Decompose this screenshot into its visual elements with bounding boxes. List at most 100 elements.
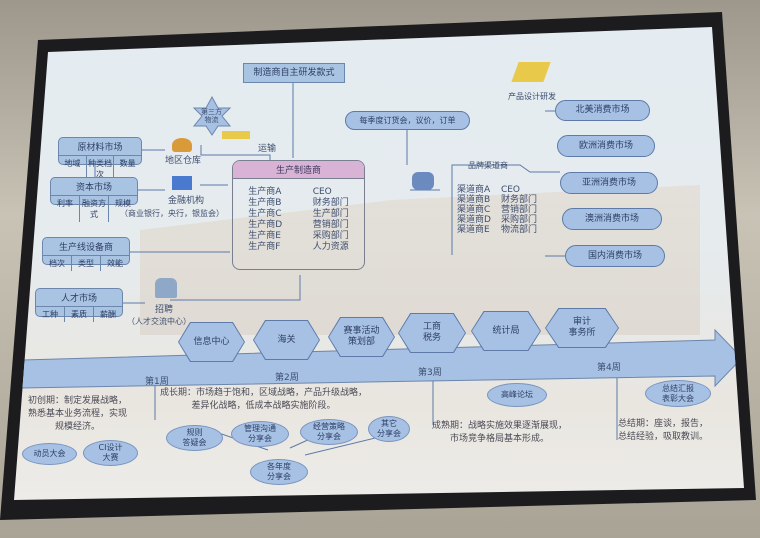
box-title: 人才市场 bbox=[36, 289, 122, 307]
event-awards: 总结汇报 表彰大会 bbox=[645, 380, 711, 407]
department: 财务部门 bbox=[312, 198, 349, 208]
market-europe: 欧洲消费市场 bbox=[557, 135, 655, 157]
dealer: 渠道商B bbox=[457, 195, 491, 205]
box-title: 原材料市场 bbox=[59, 138, 141, 156]
channel-title: 品牌渠道商 bbox=[468, 161, 508, 170]
department: 财务部门 bbox=[500, 195, 537, 205]
producer: 生产商B bbox=[248, 198, 282, 208]
agency-label: 统计局 bbox=[472, 312, 540, 350]
event-strategy-share: 经营策略 分享会 bbox=[300, 419, 358, 445]
handshake-icon bbox=[412, 172, 434, 190]
week-label: 第2周 bbox=[275, 373, 299, 383]
box-cell: 融资方式 bbox=[80, 196, 109, 222]
manufacturer-title: 生产制造商 bbox=[233, 161, 364, 179]
finance-sub-label: （商业银行，央行，银监会） bbox=[120, 209, 224, 218]
warehouse-icon bbox=[172, 138, 192, 152]
producer: 生产商C bbox=[248, 209, 282, 219]
box-cell: 类型 bbox=[72, 256, 101, 271]
producer: 生产商D bbox=[248, 220, 283, 230]
phase-summary: 总结期：座谈，报告， 总结经验，吸取教训。 bbox=[618, 419, 709, 442]
rnd-style-label: 制造商自主研发款式 bbox=[253, 68, 335, 78]
dealer: 渠道商E bbox=[457, 225, 490, 235]
event-summit-forum: 高峰论坛 bbox=[487, 383, 547, 407]
agency-event-planning: 赛事活动 策划部 bbox=[328, 317, 395, 357]
star-shape bbox=[192, 95, 232, 136]
agency-customs: 海关 bbox=[253, 320, 320, 360]
department: 采购部门 bbox=[500, 215, 537, 225]
truck-icon bbox=[222, 131, 250, 139]
event-rules-qa: 规则 答疑会 bbox=[166, 425, 223, 451]
event-annual-share: 各年度 分享会 bbox=[250, 459, 308, 485]
box-title: 生产线设备商 bbox=[43, 238, 129, 256]
department: 采购部门 bbox=[312, 231, 349, 241]
box-cell: 效能 bbox=[107, 259, 123, 268]
week-label: 第3周 bbox=[418, 368, 442, 378]
agency-label: 信息中心 bbox=[179, 323, 244, 361]
product-design-label: 产品设计研发 bbox=[508, 92, 556, 101]
capital-market-box: 资本市场利率融资方式规模 bbox=[50, 177, 138, 222]
box-cell: 利率 bbox=[51, 196, 80, 222]
department: 物流部门 bbox=[500, 225, 537, 235]
market-label: 北美消费市场 bbox=[575, 105, 630, 115]
department: 营销部门 bbox=[500, 205, 537, 215]
box-cell: 工种 bbox=[36, 307, 65, 322]
week-label: 第4周 bbox=[597, 363, 621, 373]
agency-statistics: 统计局 bbox=[471, 311, 541, 351]
event-ci-design: CI设计 大赛 bbox=[83, 440, 138, 466]
box-cell: 档次 bbox=[43, 256, 72, 271]
department: 人力资源 bbox=[312, 242, 349, 252]
market-label: 欧洲消费市场 bbox=[578, 140, 633, 151]
department: 生产部门 bbox=[312, 209, 349, 219]
order-meeting-pill: 每季度订货会，议价，订单 bbox=[345, 111, 470, 130]
dealer: 渠道商D bbox=[457, 215, 491, 225]
box-cell: 地域 bbox=[59, 156, 87, 182]
market-label: 亚洲消费市场 bbox=[581, 177, 636, 188]
producer: 生产商F bbox=[248, 242, 281, 252]
logistics-label: 第三方 物流 bbox=[201, 108, 222, 124]
recruit-label: 招聘 bbox=[155, 305, 174, 315]
producer: 生产商E bbox=[248, 231, 281, 241]
event-kickoff: 动员大会 bbox=[22, 443, 77, 465]
agency-label: 赛事活动 策划部 bbox=[329, 318, 394, 356]
phase-maturity: 成熟期：战略实施效果逐渐展现， 市场竞争格局基本形成。 bbox=[432, 421, 568, 444]
warehouse-label: 地区仓库 bbox=[165, 156, 202, 166]
market-domestic: 国内消费市场 bbox=[565, 245, 665, 267]
week-label: 第1周 bbox=[145, 377, 169, 387]
talent-market-box: 人才市场工种素质薪酬 bbox=[35, 288, 123, 322]
event-other-share: 其它 分享会 bbox=[368, 416, 410, 442]
equipment-supplier-box: 生产线设备商档次类型效能 bbox=[42, 237, 130, 271]
department: 营销部门 bbox=[312, 220, 349, 230]
order-meeting-label: 每季度订货会，议价，订单 bbox=[359, 116, 456, 125]
recruit-sub-label: （人才交流中心） bbox=[127, 317, 191, 326]
box-title: 资本市场 bbox=[51, 178, 137, 196]
market-label: 澳洲消费市场 bbox=[584, 213, 639, 224]
agency-audit: 审计 事务所 bbox=[545, 308, 619, 348]
dealer: 渠道商C bbox=[457, 205, 491, 215]
department: CEO bbox=[500, 185, 520, 195]
market-north-america: 北美消费市场 bbox=[555, 100, 650, 121]
dealer: 渠道商A bbox=[457, 185, 491, 195]
bank-icon bbox=[172, 176, 192, 190]
box-cell: 素质 bbox=[65, 307, 94, 322]
agency-label: 审计 事务所 bbox=[546, 309, 618, 347]
agency-label: 海关 bbox=[254, 321, 319, 359]
phase-growth: 成长期：市场趋于饱和，区域战略，产品升级战略， 差异化战略，低成本战略实施阶段。 bbox=[160, 388, 368, 411]
market-label: 国内消费市场 bbox=[587, 250, 642, 261]
box-cell: 数量 bbox=[119, 159, 136, 168]
box-cell: 规模 bbox=[115, 199, 131, 208]
agency-info-center: 信息中心 bbox=[178, 322, 245, 362]
phase-startup: 初创期：制定发展战略， 熟悉基本业务流程，实现 规模经济。 bbox=[28, 396, 128, 432]
finance-label: 金融机构 bbox=[168, 196, 205, 206]
department: CEO bbox=[312, 187, 332, 197]
rnd-style-box: 制造商自主研发款式 bbox=[243, 63, 345, 83]
people-icon bbox=[155, 278, 177, 298]
market-asia: 亚洲消费市场 bbox=[560, 172, 658, 194]
market-australia: 澳洲消费市场 bbox=[562, 208, 662, 230]
box-cell: 薪酬 bbox=[100, 310, 116, 319]
transport-label: 运输 bbox=[258, 144, 277, 154]
